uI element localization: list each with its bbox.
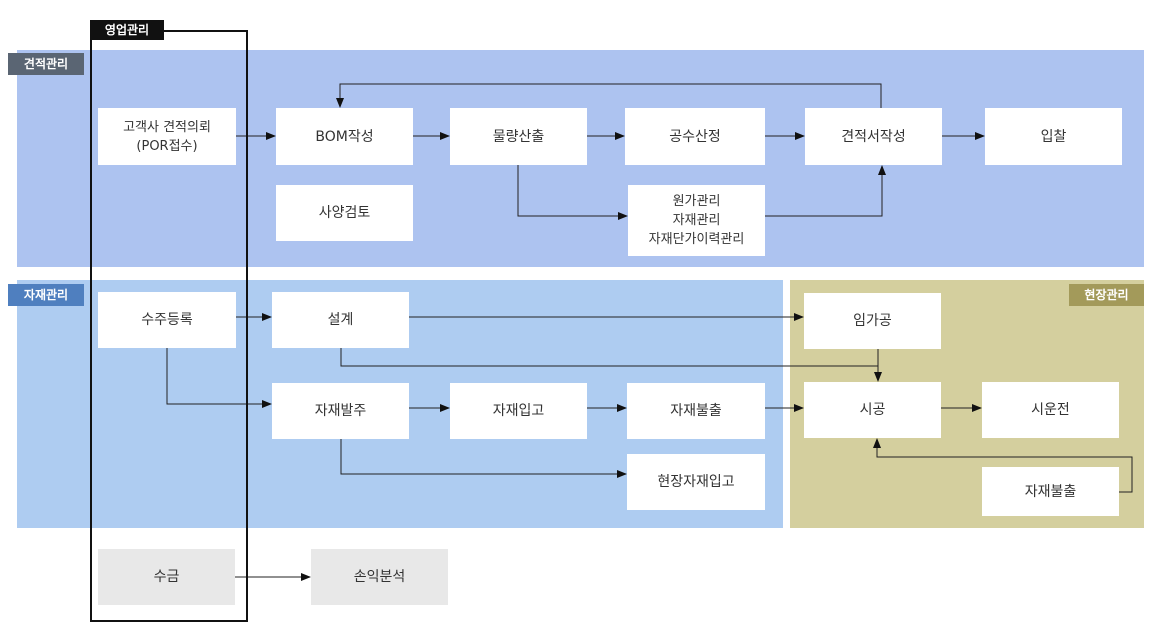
arrow-quantity-to-cost: [517, 165, 628, 220]
spec-review-box: 사양검토: [276, 185, 413, 241]
arrow-site-release-to-construction: [873, 438, 1133, 493]
arrow-mat-order-to-site-receipt: [340, 439, 627, 478]
construction-box: 시공: [804, 382, 941, 438]
arrow-quote-loop-to-bom: [336, 83, 882, 108]
cost-group-box: 원가관리 자재관리 자재단가이력관리: [628, 185, 765, 256]
quote-doc-box: 견적서작성: [805, 108, 942, 165]
arrow-design-to-construction: [340, 348, 882, 382]
site-material-receipt-box: 현장자재입고: [627, 454, 765, 510]
estimate-zone-label: 견적관리: [8, 53, 84, 75]
site-material-release-box: 자재불출: [982, 467, 1119, 516]
pl-analysis-box: 손익분석: [311, 549, 448, 605]
design-box: 설계: [272, 292, 409, 348]
labor-box: 공수산정: [625, 108, 765, 165]
arrow-order-to-material-order: [166, 348, 272, 408]
sales-management-frame: [90, 30, 248, 622]
bom-box: BOM작성: [276, 108, 413, 165]
bid-box: 입찰: [985, 108, 1122, 165]
quantity-box: 물량산출: [450, 108, 587, 165]
arrow-cost-to-quote: [765, 165, 886, 217]
material-release-box: 자재불출: [627, 383, 765, 439]
material-zone-label: 자재관리: [8, 284, 84, 306]
trial-run-box: 시운전: [982, 382, 1119, 438]
material-order-box: 자재발주: [272, 383, 409, 439]
sales-management-label: 영업관리: [90, 20, 164, 40]
outsourcing-box: 임가공: [804, 293, 941, 349]
collection-box: 수금: [98, 549, 235, 605]
site-zone-label: 현장관리: [1069, 284, 1144, 306]
material-receipt-box: 자재입고: [450, 383, 587, 439]
customer-request-box: 고객사 견적의뢰 (POR접수): [98, 108, 236, 165]
order-registration-box: 수주등록: [98, 292, 236, 348]
